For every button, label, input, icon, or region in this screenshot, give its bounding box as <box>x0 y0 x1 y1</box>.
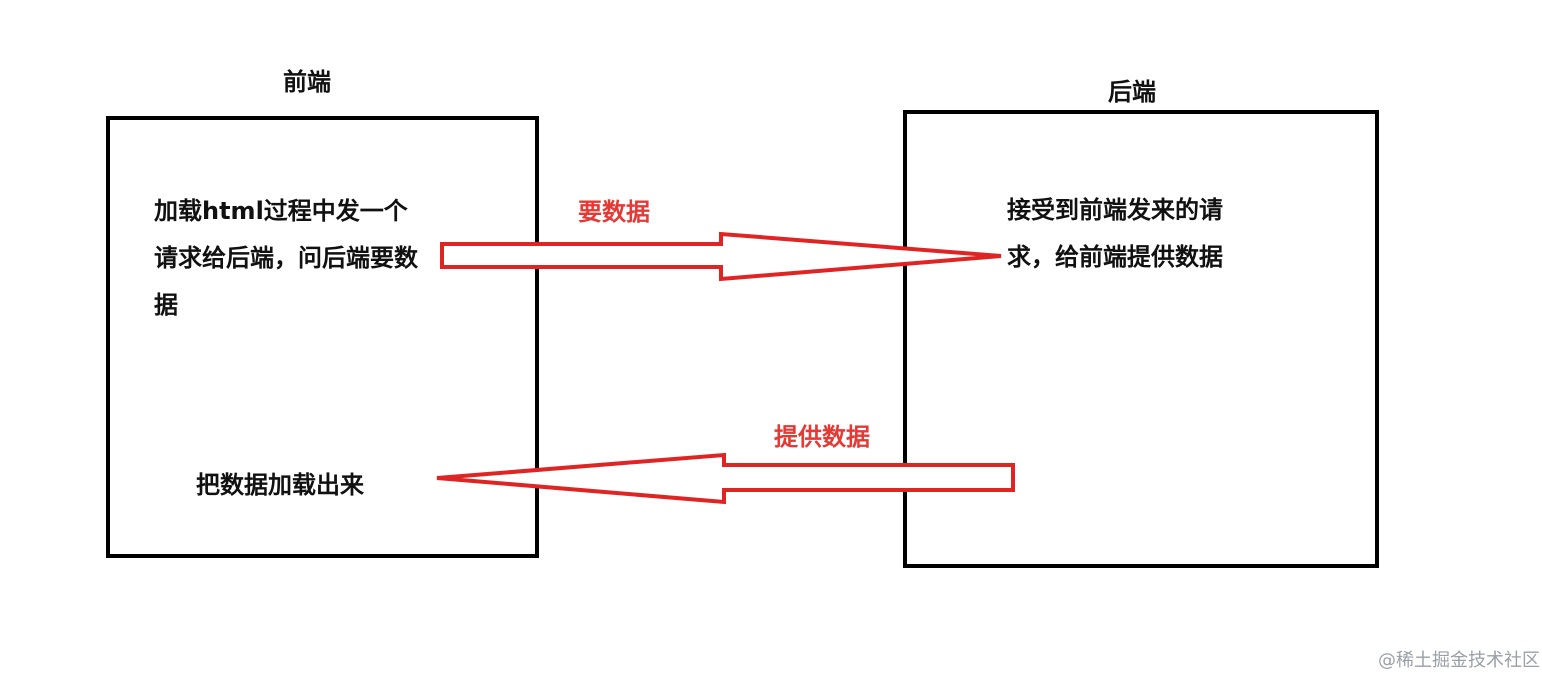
frontend-request-text: 加载html过程中发一个请求给后端，问后端要数据 <box>154 197 418 319</box>
response-arrow-label: 提供数据 <box>774 423 870 451</box>
watermark: @稀土掘金技术社区 <box>1378 650 1540 671</box>
backend-title: 后端 <box>1108 78 1156 106</box>
request-arrow-label: 要数据 <box>578 198 650 226</box>
backend-box <box>903 110 1379 568</box>
frontend-render-text: 把数据加载出来 <box>196 471 364 499</box>
frontend-title: 前端 <box>283 68 331 96</box>
backend-response-text: 接受到前端发来的请求，给前端提供数据 <box>1007 196 1223 271</box>
